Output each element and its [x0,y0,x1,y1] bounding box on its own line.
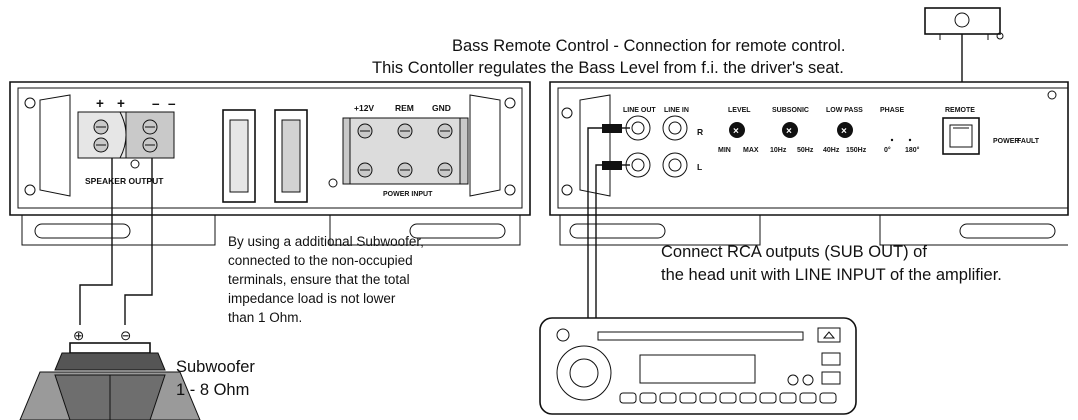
level-min-label: MIN [718,147,731,154]
speaker-cables [79,158,153,325]
speaker-terminal-4: – [168,96,176,111]
phase-0-label: 0° [884,146,891,154]
subsonic-50hz-label: 50Hz [797,147,814,154]
power-label-rem: REM [395,103,414,113]
speaker-terminal-1: + [96,96,104,111]
remote-label: REMOTE [945,107,975,114]
line-in-label: LINE IN [664,107,689,114]
sub-note-line3: terminals, ensure that the total [228,272,410,287]
speaker-terminal-2: + [117,96,125,111]
subwoofer-title: Subwoofer [176,358,255,376]
lowpass-40hz-label: 40Hz [823,147,840,154]
subwoofer-impedance: 1 - 8 Ohm [176,381,249,399]
subwoofer-plus-terminal: ⊕ [73,328,84,343]
remote-note-line1: Bass Remote Control - Connection for rem… [452,37,845,55]
rca-note-line1: Connect RCA outputs (SUB OUT) of [661,243,927,261]
left-channel-label: L [697,162,702,172]
svg-text:×: × [733,126,739,137]
power-label-gnd: GND [432,103,451,113]
speaker-terminal-3: – [152,96,160,111]
power-input-label: POWER INPUT [383,191,433,198]
phase-180-label: 180° [905,146,920,154]
sub-note-line5: than 1 Ohm. [228,310,302,325]
level-label: LEVEL [728,107,751,114]
subsonic-label: SUBSONIC [772,107,809,114]
fault-led-label: FAULT [1017,138,1040,145]
sub-note-line4: impedance load is not lower [228,291,396,306]
remote-note-line2: This Contoller regulates the Bass Level … [372,59,844,77]
svg-text:×: × [841,126,847,137]
phase-label: PHASE [880,107,904,114]
sub-note-line1: By using a additional Subwoofer, [228,234,424,249]
rca-cables [587,124,630,318]
subwoofer-minus-terminal: ⊖ [120,328,131,343]
line-out-label: LINE OUT [623,107,656,114]
amplifier-right-panel: × × × LINE OUT LINE IN R L LEVEL MIN MAX… [549,81,1069,246]
rca-note-line2: the head unit with LINE INPUT of the amp… [661,266,1002,284]
subwoofer-drawing: ⊕ ⊖ [19,328,201,420]
subsonic-10hz-label: 10Hz [770,147,787,154]
power-led-label: POWER [993,138,1019,145]
power-label-12v: +12V [354,103,374,113]
head-unit [539,317,857,415]
svg-text:×: × [786,126,792,137]
right-channel-label: R [697,127,703,137]
lowpass-150hz-label: 150Hz [846,147,867,154]
speaker-output-label: SPEAKER OUTPUT [85,176,164,186]
level-max-label: MAX [743,147,759,154]
lowpass-label: LOW PASS [826,107,863,114]
sub-note-line2: connected to the non-occupied [228,253,413,268]
amplifier-left-panel: + + – – SPEAKER OUTPUT +12V REM GND POWE… [9,81,531,246]
